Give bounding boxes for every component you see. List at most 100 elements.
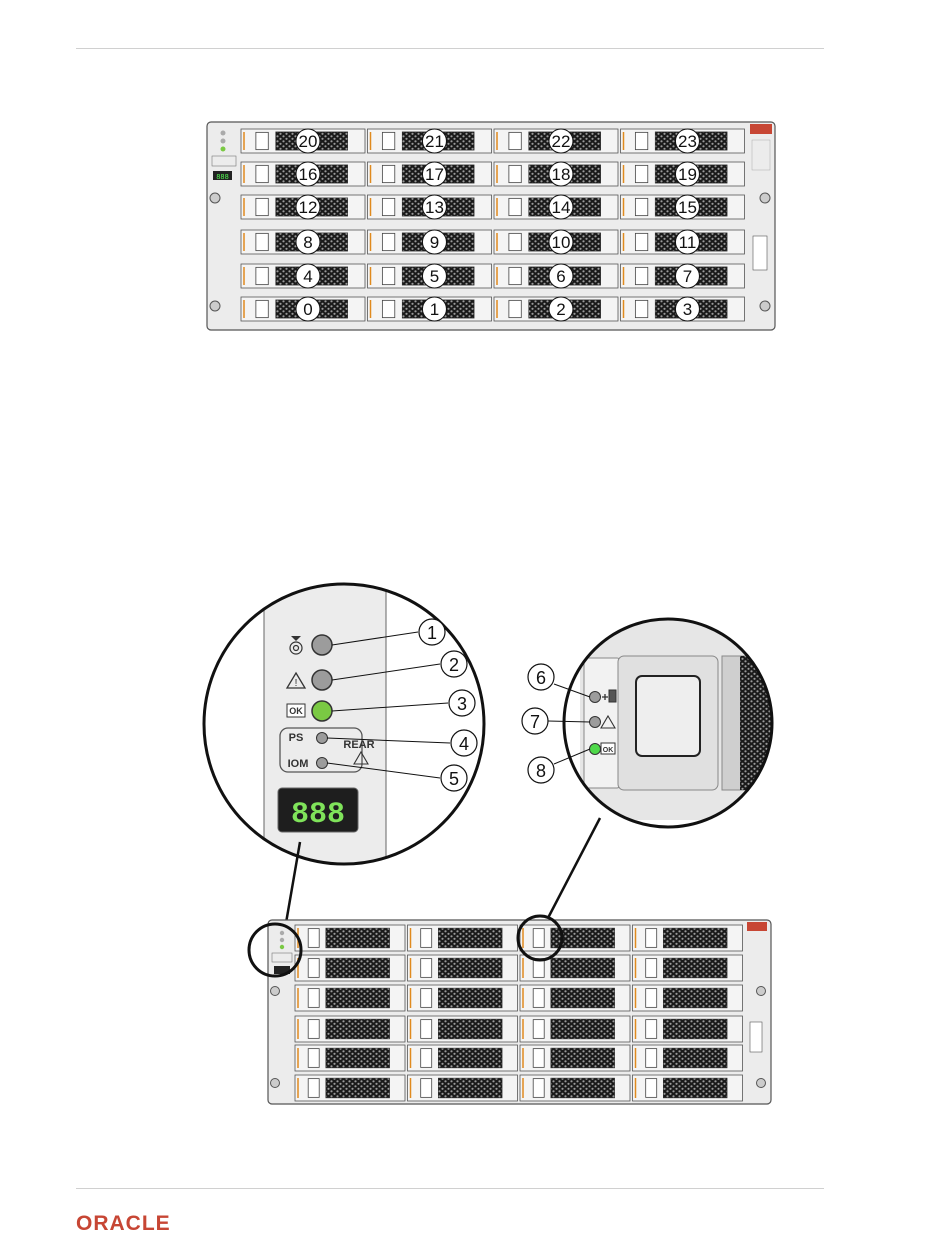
drive-vent-grille — [663, 1078, 727, 1098]
drive-latch — [421, 929, 432, 948]
drive-latch — [533, 1049, 544, 1068]
drive-bay — [295, 985, 405, 1011]
drive-bay — [520, 925, 630, 951]
locator-led — [312, 635, 332, 655]
drive-bay — [520, 1016, 630, 1042]
drive-latch — [421, 1020, 432, 1039]
drive-bay — [408, 925, 518, 951]
drive-latch — [646, 929, 657, 948]
svg-text:1: 1 — [427, 623, 437, 643]
drive-vent-grille — [663, 958, 727, 978]
drive-latch — [533, 1020, 544, 1039]
drive-bay — [520, 1075, 630, 1101]
drive-bay — [633, 985, 743, 1011]
drive-vent-grille — [438, 988, 502, 1008]
ps-led — [317, 733, 328, 744]
ok-led — [312, 701, 332, 721]
drive-latch — [421, 959, 432, 978]
drive-vent-grille — [326, 988, 390, 1008]
drive-vent-grille — [663, 928, 727, 948]
drive-bay — [633, 1045, 743, 1071]
drive-latch — [308, 959, 319, 978]
svg-text:IOM: IOM — [288, 758, 309, 770]
drive-vent-grille — [326, 1078, 390, 1098]
svg-text:OK: OK — [603, 747, 614, 754]
svg-text:888: 888 — [291, 798, 345, 832]
drive-bay — [295, 955, 405, 981]
drive-latch — [533, 989, 544, 1008]
drive-bay — [633, 925, 743, 951]
connector-line — [548, 818, 600, 918]
drive-latch — [533, 1079, 544, 1098]
svg-text:5: 5 — [449, 769, 459, 789]
drive-latch — [646, 1079, 657, 1098]
drive-bay — [633, 1075, 743, 1101]
drive-latch — [646, 959, 657, 978]
drive-vent-grille — [551, 988, 615, 1008]
magnified-drive-leds: OK — [560, 615, 780, 835]
fault-led — [312, 670, 332, 690]
drive-vent-grille — [326, 1019, 390, 1039]
drive-latch — [308, 989, 319, 1008]
drive-latch — [646, 1049, 657, 1068]
svg-text:6: 6 — [536, 668, 546, 688]
rack-screw — [271, 987, 280, 996]
oracle-logo: ORACLE — [76, 1212, 171, 1236]
drive-latch — [308, 1049, 319, 1068]
drive-latch — [421, 1079, 432, 1098]
drive-vent-grille — [438, 958, 502, 978]
iom-led — [317, 758, 328, 769]
drive-vent-grille — [551, 1048, 615, 1068]
rack-screw — [757, 1079, 766, 1088]
svg-text:PS: PS — [289, 732, 304, 744]
drive-vent-grille — [438, 928, 502, 948]
drive-bay — [295, 925, 405, 951]
drive-vent-grille — [663, 1048, 727, 1068]
svg-text:!: ! — [295, 678, 298, 689]
svg-text:REAR: REAR — [343, 739, 374, 751]
drive-release-button — [636, 676, 700, 756]
svg-text:7: 7 — [530, 712, 540, 732]
drive-vent-grille — [551, 958, 615, 978]
svg-text:2: 2 — [449, 655, 459, 675]
drive-bay — [408, 1075, 518, 1101]
rack-screw — [757, 987, 766, 996]
drive-bay — [520, 1045, 630, 1071]
drive-bay — [408, 1045, 518, 1071]
drive-ok-led — [590, 744, 601, 755]
svg-text:4: 4 — [459, 734, 469, 754]
drive-bay — [408, 1016, 518, 1042]
drive-vent-grille — [438, 1078, 502, 1098]
drive-latch — [308, 1020, 319, 1039]
drive-latch — [308, 929, 319, 948]
drive-bay — [633, 955, 743, 981]
drive-vent-grille — [326, 928, 390, 948]
drive-latch — [421, 1049, 432, 1068]
drive-bay — [408, 985, 518, 1011]
drive-fault-led — [590, 717, 601, 728]
drive-bay — [295, 1075, 405, 1101]
drive-latch — [308, 1079, 319, 1098]
drive-latch — [533, 929, 544, 948]
drive-vent-grille — [551, 1019, 615, 1039]
drive-bay — [633, 1016, 743, 1042]
magnified-control-panel: ! OK PS IOM REAR 888 — [200, 580, 490, 870]
drive-vent-grille — [663, 988, 727, 1008]
drive-latch — [646, 1020, 657, 1039]
drive-vent-grille — [551, 1078, 615, 1098]
svg-text:OK: OK — [289, 706, 303, 716]
drive-vent-grille — [326, 1048, 390, 1068]
drive-vent-grille — [663, 1019, 727, 1039]
drive-bay — [295, 1016, 405, 1042]
drive-bay — [295, 1045, 405, 1071]
drive-bay — [520, 985, 630, 1011]
footer-rule — [76, 1188, 824, 1189]
drive-latch — [421, 989, 432, 1008]
drive-vent-grille — [438, 1019, 502, 1039]
drive-vent-grille — [438, 1048, 502, 1068]
drive-vent-grille — [326, 958, 390, 978]
svg-text:8: 8 — [536, 761, 546, 781]
drive-latch — [646, 989, 657, 1008]
svg-text:3: 3 — [457, 694, 467, 714]
